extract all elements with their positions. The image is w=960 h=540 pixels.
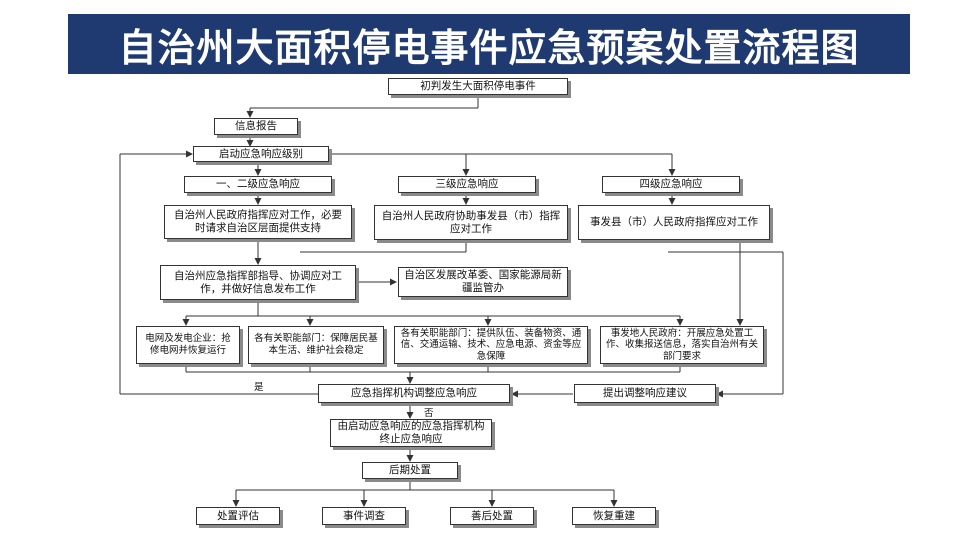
node-grid-power-companies: 电网及发电企业：抢修电网并恢复运行 <box>136 326 240 364</box>
title-banner: 自治州大面积停电事件应急预案处置流程图 <box>68 14 910 74</box>
node-terminate-response: 由启动应急响应的应急指挥机构终止应急响应 <box>330 419 492 447</box>
node-suggest-adjust: 提出调整响应建议 <box>574 384 716 403</box>
edge-label-no: 否 <box>424 408 434 419</box>
node-level-4-response: 四级应急响应 <box>602 176 740 193</box>
node-aftermath: 后期处置 <box>362 462 458 479</box>
node-rehabilitation: 善后处置 <box>450 507 534 525</box>
node-local-gov-disposal: 事发地人民政府：开展应急处置工作、收集报送信息，落实自治州有关部门要求 <box>600 326 764 364</box>
node-adjust-response: 应急指挥机构调整应急响应 <box>318 384 510 403</box>
node-depts-emergency-support: 各有关职能部门：提供队伍、装备物资、通信、交通运输、技术、应急电源、资金等应急保… <box>394 326 588 364</box>
node-info-report: 信息报告 <box>214 118 298 135</box>
node-incident-investigation: 事件调查 <box>322 507 406 525</box>
node-initial-judgment: 初判发生大面积停电事件 <box>388 78 568 95</box>
page-title: 自治州大面积停电事件应急预案处置流程图 <box>118 25 860 70</box>
edge-label-yes: 是 <box>254 382 264 393</box>
node-restoration-rebuild: 恢复重建 <box>572 507 656 525</box>
node-county-gov-command: 事发县（市）人民政府指挥应对工作 <box>578 205 770 240</box>
node-command-hq-guide: 自治州应急指挥部指导、协调应对工作，并做好信息发布工作 <box>160 265 356 300</box>
node-region-dev-reform: 自治区发展改革委、国家能源局新疆监管办 <box>398 267 568 297</box>
node-level-3-response: 三级应急响应 <box>398 176 536 193</box>
node-assist-county-command: 自治州人民政府协助事发县（市）指挥应对工作 <box>374 205 568 240</box>
node-level-1-2-response: 一、二级应急响应 <box>184 176 332 193</box>
node-disposal-evaluation: 处置评估 <box>196 507 280 525</box>
node-depts-livelihood: 各有关职能部门：保障居民基本生活、维护社会稳定 <box>248 326 384 364</box>
node-start-response-level: 启动应急响应级别 <box>193 146 329 162</box>
node-prefecture-gov-command: 自治州人民政府指挥应对工作，必要时请求自治区层面提供支持 <box>164 205 352 239</box>
